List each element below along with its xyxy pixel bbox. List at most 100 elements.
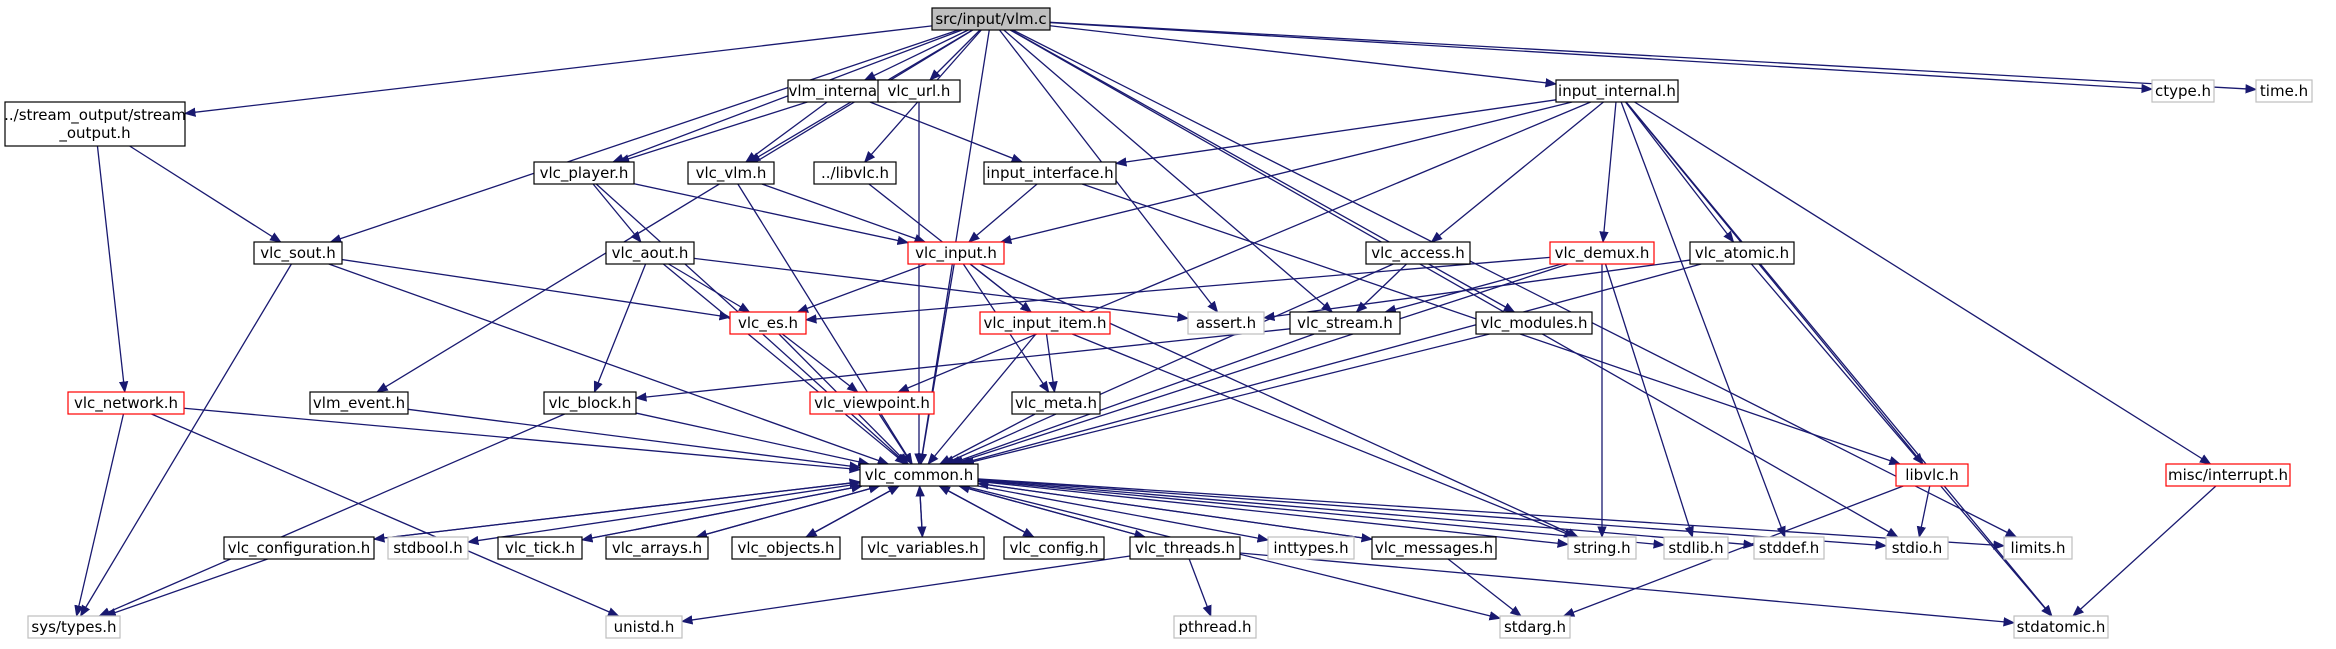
edge-vlc_atomic_h-to-vlc_common_h [958, 263, 1702, 466]
edge-input_internal_h-to-misc_interrupt_h [1634, 101, 2212, 465]
edge-vlc_aout_h-to-assert_h [693, 257, 1190, 322]
node-label: stdarg.h [1504, 618, 1566, 636]
node-box [543, 391, 637, 415]
edge-vlc_block_h-to-vlc_common_h [635, 412, 870, 467]
edge-vlc_demux_h-to-vlc_common_h [951, 263, 1569, 466]
node-vlc-viewpoint-h[interactable]: vlc_viewpoint.h [809, 391, 935, 415]
edge-vlc_objects_h-to-vlc_common_h [805, 485, 900, 538]
edge-vlc_threads_h-to-stdatomic_h [1239, 552, 2016, 627]
edge-vlm_c-to-stdio_h [1009, 29, 1899, 538]
node-vlc-sout-h[interactable]: vlc_sout.h [253, 241, 343, 265]
node-vlc-aout-h[interactable]: vlc_aout.h [605, 241, 695, 265]
edge-vlc_aout_h-to-vlc_common_h [662, 263, 907, 465]
node-vlc-common-h[interactable]: vlc_common.h [859, 463, 979, 487]
node-label: vlc_arrays.h [612, 539, 702, 558]
node-libvlc-rel-h[interactable]: ../libvlc.h [813, 161, 897, 185]
node-box [1173, 615, 1257, 639]
edge-vlc_messages_h-to-stdarg_h [1447, 558, 1522, 617]
edge-vlc_vlm_h-to-vlc_input_h [761, 183, 927, 243]
edge-vlc_common_h-to-stdlib_h [977, 479, 1666, 549]
node-vlc-variables-h[interactable]: vlc_variables.h [861, 536, 985, 560]
edge-vlm_internal_h-to-vlc_player_h [617, 101, 808, 164]
node-input-internal-h[interactable]: input_internal.h [1555, 79, 1679, 103]
node-vlm-event-h[interactable]: vlm_event.h [309, 391, 409, 415]
edge-vlc_common_h-to-inttypes_h [977, 485, 1270, 543]
node-limits-h: limits.h [2003, 536, 2073, 560]
node-label: vlc_url.h [888, 82, 951, 101]
node-string-h: string.h [1567, 536, 1637, 560]
node-vlc-config-h[interactable]: vlc_config.h [1003, 536, 1105, 560]
node-vlc-modules-h[interactable]: vlc_modules.h [1475, 311, 1593, 335]
node-vlc-demux-h[interactable]: vlc_demux.h [1549, 241, 1655, 265]
node-box [497, 536, 583, 560]
node-vlc-stream-h[interactable]: vlc_stream.h [1289, 311, 1401, 335]
node-box [877, 79, 961, 103]
node-vlc-block-h[interactable]: vlc_block.h [543, 391, 637, 415]
edge-vlc_config_h-to-vlc_common_h [938, 485, 1034, 538]
edge-vlc_input_h-to-string_h [979, 263, 1579, 538]
node-stdlib-h: stdlib.h [1663, 536, 1729, 560]
node-label: ../libvlc.h [821, 164, 889, 182]
edge-vlc_sout_h-to-vlc_es_h [341, 258, 732, 321]
node-label: vlc_stream.h [1297, 314, 1393, 333]
edge-input_internal_h-to-vlc_demux_h [1599, 101, 1617, 244]
edge-misc_interrupt_h-to-stdatomic_h [2072, 485, 2217, 617]
node-misc-interrupt-h[interactable]: misc/interrupt.h [2165, 463, 2291, 487]
node-vlc-arrays-h[interactable]: vlc_arrays.h [605, 536, 709, 560]
edge-vlc_input_h-to-vlc_es_h [796, 263, 927, 313]
edge-vlm_c-to-stream_output_h [183, 25, 933, 117]
node-box [809, 391, 935, 415]
edge-vlc_network_h-to-sys_types_h [74, 413, 125, 618]
node-label: vlc_modules.h [1480, 314, 1587, 333]
node-label: assert.h [1196, 314, 1256, 332]
node-vlc-es-h[interactable]: vlc_es.h [729, 311, 807, 335]
edge-vlc_common_h-to-stdio_h [977, 478, 1888, 550]
node-vlm-internal-h[interactable]: vlm_internal.h [787, 79, 897, 103]
node-vlc-network-h[interactable]: vlc_network.h [67, 391, 185, 415]
node-vlm-c: src/input/vlm.c [931, 7, 1051, 31]
node-stdio-h: stdio.h [1885, 536, 1949, 560]
node-vlc-configuration-h[interactable]: vlc_configuration.h [223, 536, 375, 560]
node-box [1475, 311, 1593, 335]
node-stream-output-h[interactable]: ../stream_output/stream_output.h [4, 101, 186, 147]
node-box [67, 391, 185, 415]
node-vlc-input-h[interactable]: vlc_input.h [907, 241, 1005, 265]
node-box [1885, 536, 1949, 560]
node-box [533, 161, 635, 185]
node-box [1187, 311, 1265, 335]
edge-vlc_threads_h-to-unistd_h [680, 555, 1131, 625]
node-vlc-meta-h[interactable]: vlc_meta.h [1011, 391, 1101, 415]
edge-vlm_internal_h-to-vlc_vlm_h [744, 101, 828, 163]
edge-vlc_block_h-to-sys_types_h [98, 413, 565, 617]
node-libvlc-h[interactable]: libvlc.h [1895, 463, 1969, 487]
node-vlc-messages-h[interactable]: vlc_messages.h [1371, 536, 1497, 560]
edge-input_internal_h-to-vlc_access_h [1430, 101, 1604, 243]
edge-vlc_aout_h-to-vlc_block_h [593, 263, 647, 394]
node-vlc-player-h[interactable]: vlc_player.h [533, 161, 635, 185]
node-box [27, 615, 121, 639]
node-box [2255, 79, 2313, 103]
node-box [1555, 79, 1679, 103]
node-vlc-url-h[interactable]: vlc_url.h [877, 79, 961, 103]
node-label: vlc_input_item.h [983, 314, 1106, 333]
node-box [2165, 463, 2291, 487]
edge-vlc_vlm_h-to-vlc_common_h [737, 183, 913, 465]
node-box [1549, 241, 1655, 265]
node-label: vlc_objects.h [737, 539, 834, 558]
node-input-interface-h[interactable]: input_interface.h [983, 161, 1117, 185]
node-vlc-atomic-h[interactable]: vlc_atomic.h [1689, 241, 1795, 265]
node-vlc-input-item-h[interactable]: vlc_input_item.h [979, 311, 1111, 335]
node-label: input_interface.h [986, 164, 1113, 183]
node-pthread-h: pthread.h [1173, 615, 1257, 639]
node-label: vlc_sout.h [260, 244, 335, 263]
edge-vlc_common_h-to-stdbool_h [466, 483, 861, 546]
node-vlc-access-h[interactable]: vlc_access.h [1365, 241, 1471, 265]
node-vlc-tick-h[interactable]: vlc_tick.h [497, 536, 583, 560]
node-vlc-threads-h[interactable]: vlc_threads.h [1129, 536, 1241, 560]
node-inttypes-h: inttypes.h [1267, 536, 1355, 560]
node-vlc-objects-h[interactable]: vlc_objects.h [731, 536, 841, 560]
edge-vlc_messages_h-to-vlc_common_h [976, 480, 1373, 540]
edge-stream_output_h-to-vlc_sout_h [129, 145, 282, 243]
node-vlc-vlm-h[interactable]: vlc_vlm.h [687, 161, 775, 185]
